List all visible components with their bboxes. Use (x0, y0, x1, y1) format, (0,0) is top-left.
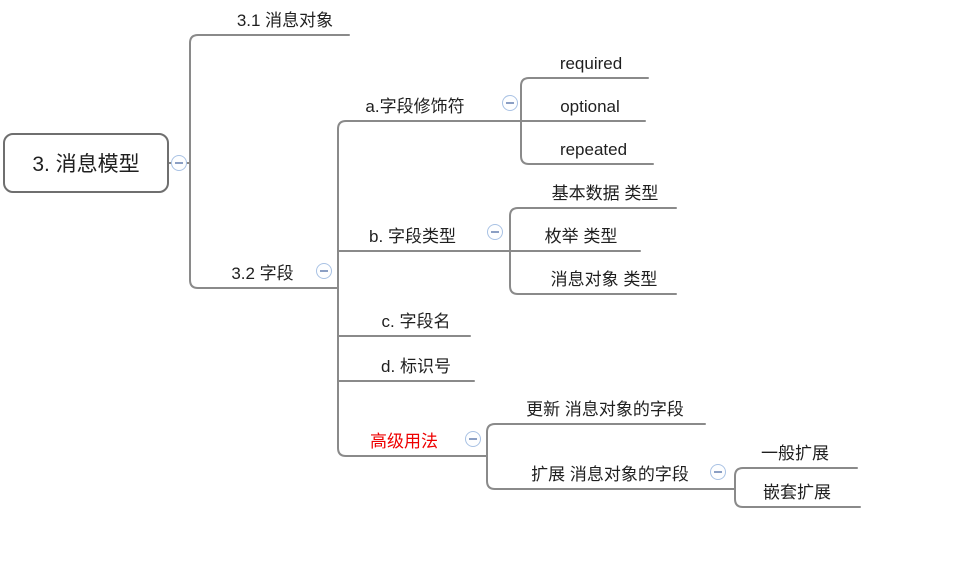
topic-field-modifier[interactable]: a.字段修饰符 (365, 97, 465, 116)
minus-icon (175, 162, 183, 164)
minus-icon (491, 231, 499, 233)
extension-trunk (734, 467, 861, 508)
topic-identifier[interactable]: d. 标识号 (381, 357, 451, 376)
collapse-icon-extend-fields[interactable] (710, 464, 726, 480)
minus-icon (469, 438, 477, 440)
collapse-icon-field-type[interactable] (487, 224, 503, 240)
advanced-trunk (486, 423, 736, 490)
field-trunk (337, 120, 522, 457)
collapse-icon-3-2-field[interactable] (316, 263, 332, 279)
minus-icon (714, 471, 722, 473)
topic-enum-type[interactable]: 枚举 类型 (544, 227, 618, 246)
collapse-icon-root[interactable] (171, 155, 187, 171)
topic-required[interactable]: required (559, 54, 623, 73)
topic-root-label: 3. 消息模型 (32, 153, 140, 176)
topic-update-message-fields[interactable]: 更新 消息对象的字段 (526, 400, 684, 419)
topic-basic-data-type[interactable]: 基本数据 类型 (551, 184, 659, 203)
topic-nested-extension[interactable]: 嵌套扩展 (763, 483, 831, 502)
topic-optional[interactable]: optional (560, 97, 620, 116)
topic-field-type[interactable]: b. 字段类型 (369, 227, 456, 246)
minus-icon (506, 102, 514, 104)
topic-field-name[interactable]: c. 字段名 (381, 312, 451, 331)
topic-advanced-usage[interactable]: 高级用法 (370, 432, 438, 451)
topic-repeated[interactable]: repeated (559, 140, 628, 159)
topic-3-1-message-object[interactable]: 3.1 消息对象 (236, 11, 334, 30)
topic-general-extension[interactable]: 一般扩展 (761, 444, 829, 463)
root-trunk (189, 34, 350, 289)
collapse-icon-field-modifier[interactable] (502, 95, 518, 111)
topic-root[interactable]: 3. 消息模型 (3, 133, 169, 193)
minus-icon (320, 270, 328, 272)
topic-3-2-field[interactable]: 3.2 字段 (231, 264, 294, 283)
collapse-icon-advanced-usage[interactable] (465, 431, 481, 447)
topic-message-object-type[interactable]: 消息对象 类型 (550, 270, 658, 289)
topic-extend-message-fields[interactable]: 扩展 消息对象的字段 (531, 465, 689, 484)
